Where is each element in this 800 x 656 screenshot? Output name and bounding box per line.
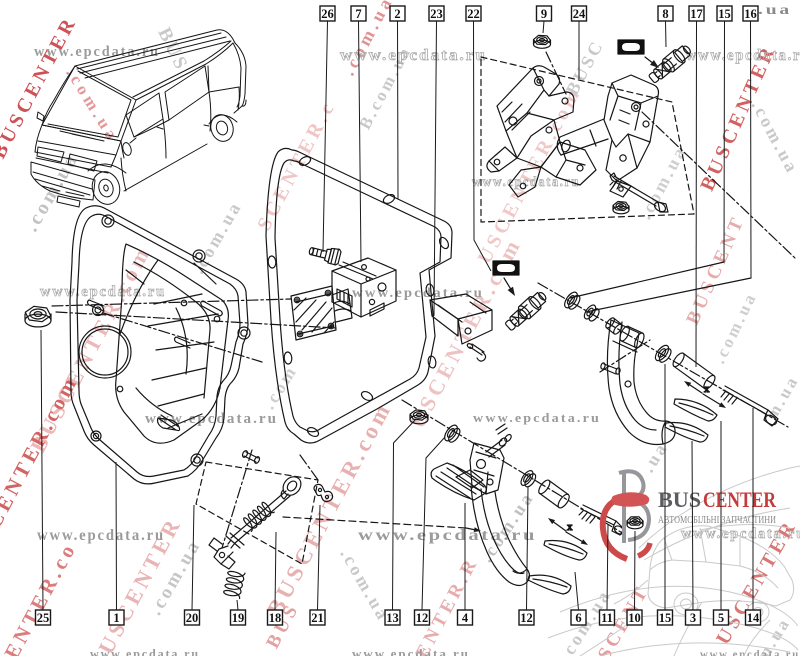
svg-text:www.epcdata.ru: www.epcdata.ru	[352, 646, 470, 656]
svg-text:11: 11	[601, 611, 613, 625]
svg-text:6: 6	[575, 611, 581, 625]
svg-text:22: 22	[467, 7, 480, 21]
svg-text:20: 20	[186, 611, 199, 625]
svg-text:4: 4	[462, 611, 469, 625]
svg-text:3: 3	[690, 611, 696, 625]
svg-text:13: 13	[386, 611, 399, 625]
svg-text:12: 12	[416, 611, 429, 625]
svg-text:2: 2	[394, 7, 400, 21]
svg-text:CENTER: CENTER	[703, 487, 777, 512]
svg-text:.ua: .ua	[758, 3, 792, 18]
svg-text:15: 15	[718, 7, 731, 21]
svg-text:BUS: BUS	[658, 487, 701, 512]
svg-text:www.epcdata.ru: www.epcdata.ru	[340, 47, 487, 64]
svg-text:7: 7	[355, 7, 361, 21]
svg-text:18: 18	[269, 611, 282, 625]
svg-text:АВТОМОБІЛЬНІ ЗАПЧАСТИНИ: АВТОМОБІЛЬНІ ЗАПЧАСТИНИ	[658, 515, 776, 526]
svg-text:25: 25	[37, 611, 50, 625]
svg-text:www.epcdata.ru: www.epcdata.ru	[40, 284, 166, 300]
svg-text:www.epcdata.ru: www.epcdata.ru	[37, 527, 165, 544]
svg-text:26: 26	[321, 7, 334, 21]
svg-text:24: 24	[573, 7, 586, 21]
svg-text:15: 15	[659, 611, 672, 625]
svg-text:16: 16	[744, 7, 757, 21]
svg-text:www.epcdata.ru: www.epcdata.ru	[681, 526, 800, 542]
svg-text:21: 21	[311, 611, 324, 625]
svg-text:19: 19	[232, 611, 245, 625]
svg-text:5: 5	[718, 611, 724, 625]
svg-text:www.epcdata.ru: www.epcdata.ru	[473, 410, 601, 425]
svg-text:www.epcdata.ru: www.epcdata.ru	[686, 47, 800, 64]
svg-text:17: 17	[690, 7, 703, 21]
svg-text:12: 12	[520, 611, 533, 625]
svg-text:www.epcdata.ru: www.epcdata.ru	[472, 175, 580, 190]
svg-text:x: x	[704, 383, 710, 395]
svg-text:www.epcdata.ru: www.epcdata.ru	[352, 286, 484, 301]
svg-text:1: 1	[113, 611, 119, 625]
svg-text:www.epcdata.ru: www.epcdata.ru	[90, 646, 200, 656]
svg-text:9: 9	[541, 7, 547, 21]
svg-text:www.epcdata.ru: www.epcdata.ru	[700, 647, 800, 656]
svg-text:10: 10	[628, 611, 641, 625]
svg-text:x: x	[567, 521, 573, 533]
svg-text:8: 8	[662, 7, 668, 21]
svg-text:23: 23	[430, 7, 443, 21]
svg-text:www.epcdata.ru: www.epcdata.ru	[145, 411, 278, 427]
svg-text:14: 14	[747, 611, 760, 625]
